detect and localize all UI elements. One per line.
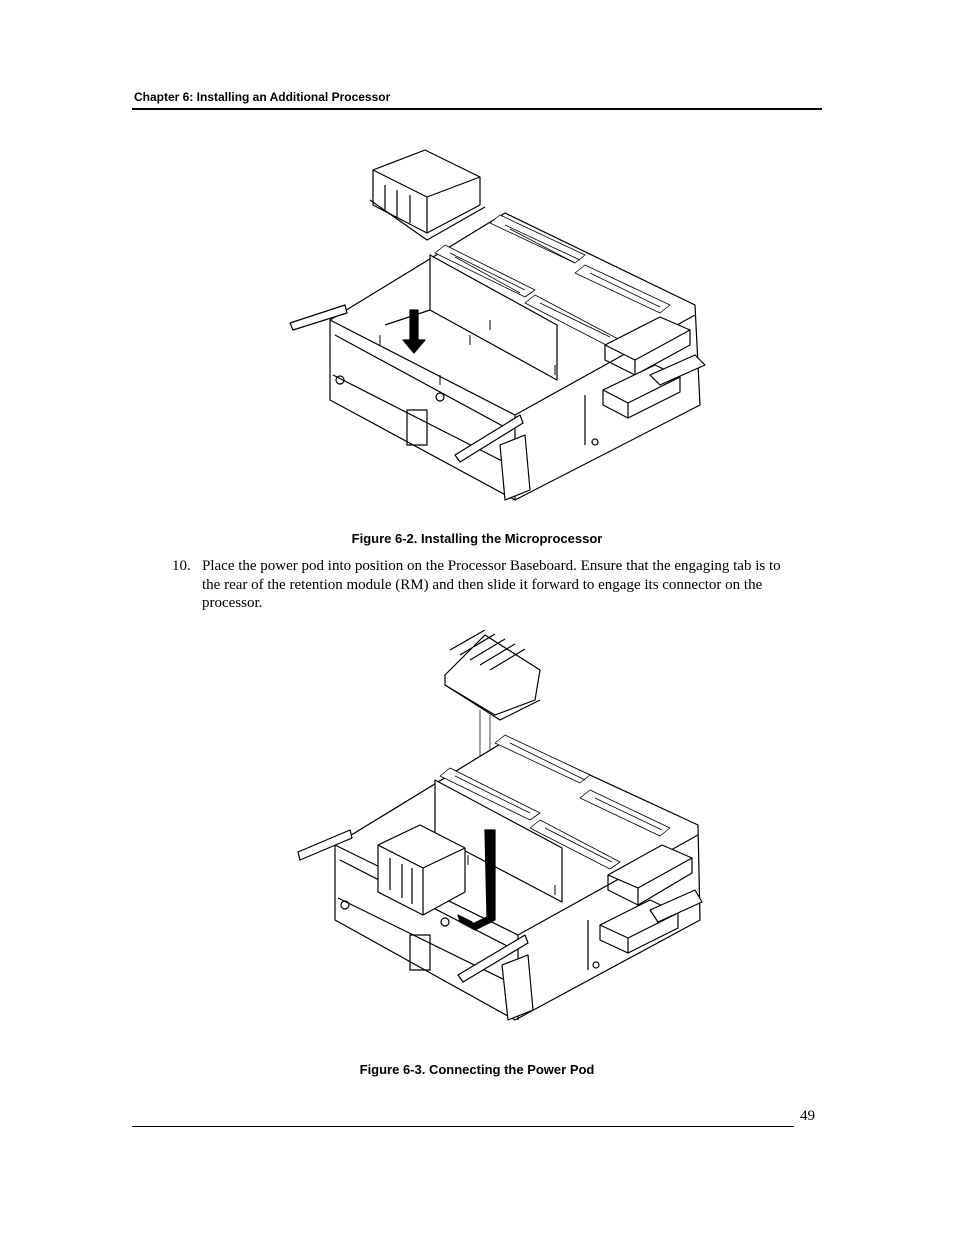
step-text: Place the power pod into position on the… <box>202 558 781 611</box>
page-number: 49 <box>800 1108 815 1124</box>
figure-caption: Figure 6-2. Installing the Microprocesso… <box>351 531 603 546</box>
figure-installing-microprocessor <box>285 145 710 515</box>
chapter-header: Chapter 6: Installing an Additional Proc… <box>134 90 391 104</box>
figure-connecting-power-pod <box>290 630 710 1050</box>
footer-rule <box>132 1126 794 1127</box>
header-rule <box>132 108 822 110</box>
figure-caption: Figure 6-3. Connecting the Power Pod <box>359 1062 595 1077</box>
step-number: 10. <box>172 558 191 574</box>
